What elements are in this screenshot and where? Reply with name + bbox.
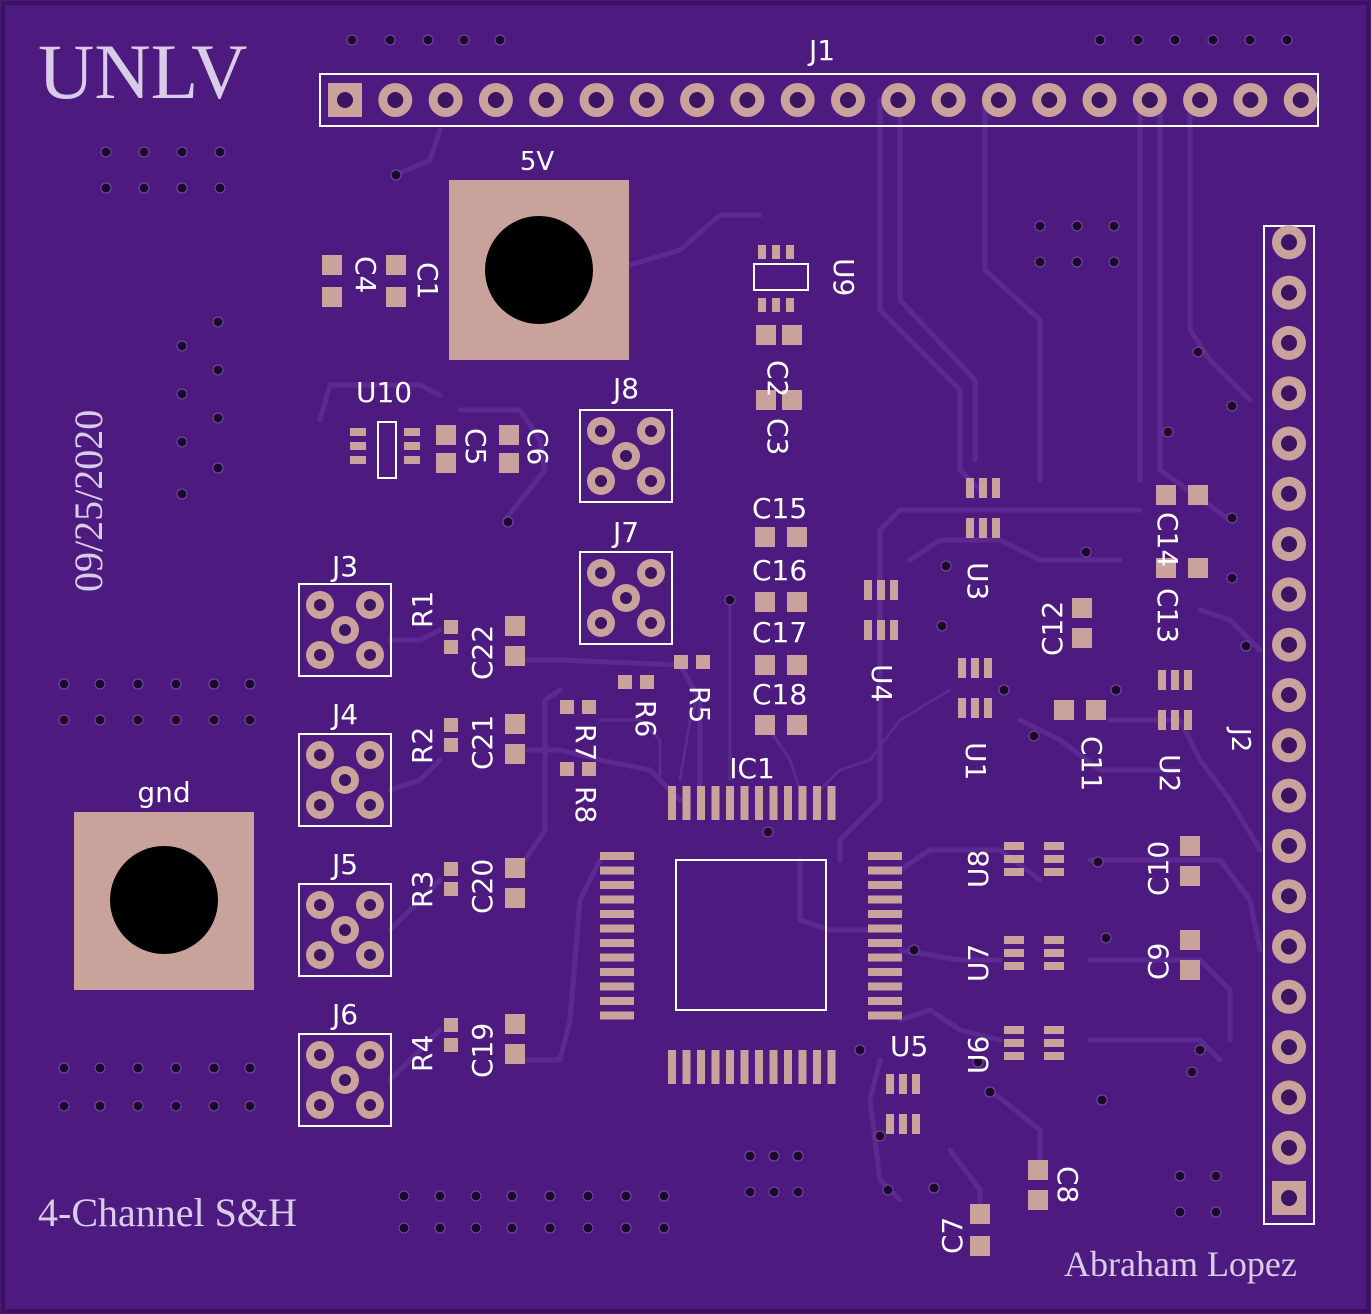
j8-label: J8 [611, 372, 639, 405]
j7-connector[interactable] [579, 551, 673, 645]
r1-label: R1 [406, 591, 439, 628]
c15-label: C15 [752, 492, 807, 525]
j3-connector[interactable] [298, 583, 392, 677]
copper-traces [317, 97, 1263, 1223]
c20-label: C20 [466, 859, 499, 914]
smd-components [322, 245, 1208, 1256]
r6-label: R6 [629, 700, 662, 737]
u10-label: U10 [356, 376, 412, 409]
c16-label: C16 [752, 554, 807, 587]
c12-label: C12 [1036, 601, 1069, 656]
c5-label: C5 [459, 428, 492, 465]
gnd-power-pad[interactable] [74, 812, 254, 990]
c19-label: C19 [466, 1023, 499, 1078]
r5-label: R5 [683, 686, 716, 723]
c2-label: C2 [761, 360, 794, 397]
u9-label: U9 [827, 258, 860, 296]
j8-connector[interactable] [579, 409, 673, 503]
gnd-label: gnd [137, 776, 190, 809]
5v-label: 5V [520, 147, 555, 177]
j5-connector[interactable] [298, 883, 392, 977]
c6-label: C6 [521, 428, 554, 465]
u2-label: U2 [1153, 754, 1186, 792]
r7-label: R7 [569, 724, 602, 761]
vias [58, 34, 1293, 1234]
j3-label: J3 [330, 550, 358, 583]
u7-label: U7 [962, 944, 995, 982]
org-label: UNLV [38, 28, 247, 115]
c7-label: C7 [936, 1217, 969, 1254]
u8-label: U8 [962, 850, 995, 888]
r4-label: R4 [406, 1035, 439, 1072]
j7-label: J7 [611, 516, 639, 549]
c3-label: C3 [761, 418, 794, 455]
coax-connectors [298, 409, 673, 1127]
u5-label: U5 [890, 1030, 928, 1063]
ic1-label: IC1 [729, 752, 775, 785]
c10-label: C10 [1142, 841, 1175, 896]
c4-label: C4 [349, 256, 382, 293]
date-label: 09/25/2020 [66, 410, 111, 592]
r2-label: R2 [406, 727, 439, 764]
c14-label: C14 [1151, 512, 1184, 567]
c8-label: C8 [1051, 1166, 1084, 1203]
j6-label: J6 [330, 998, 358, 1031]
u1-label: U1 [959, 742, 992, 780]
r3-label: R3 [406, 871, 439, 908]
c13-label: C13 [1151, 588, 1184, 643]
title-label: 4-Channel S&H [38, 1190, 297, 1235]
ic1-chip[interactable] [600, 786, 902, 1084]
c1-label: C1 [411, 262, 444, 299]
j5-label: J5 [330, 848, 358, 881]
j2-label: J2 [1225, 726, 1255, 752]
j6-connector[interactable] [298, 1033, 392, 1127]
author-label: Abraham Lopez [1064, 1244, 1297, 1284]
u4-label: U4 [865, 664, 898, 702]
c18-label: C18 [752, 678, 807, 711]
j1-header[interactable] [319, 73, 1319, 127]
c11-label: C11 [1075, 736, 1108, 791]
j4-connector[interactable] [298, 733, 392, 827]
j2-header[interactable] [1263, 225, 1315, 1225]
c17-label: C17 [752, 616, 807, 649]
c9-label: C9 [1142, 943, 1175, 980]
j1-label: J1 [807, 34, 835, 67]
r8-label: R8 [569, 786, 602, 823]
j4-label: J4 [330, 698, 358, 731]
c22-label: C22 [466, 625, 499, 680]
u6-label: U6 [962, 1036, 995, 1074]
u3-label: U3 [961, 562, 994, 600]
5v-power-pad[interactable] [449, 180, 629, 360]
c21-label: C21 [466, 715, 499, 770]
